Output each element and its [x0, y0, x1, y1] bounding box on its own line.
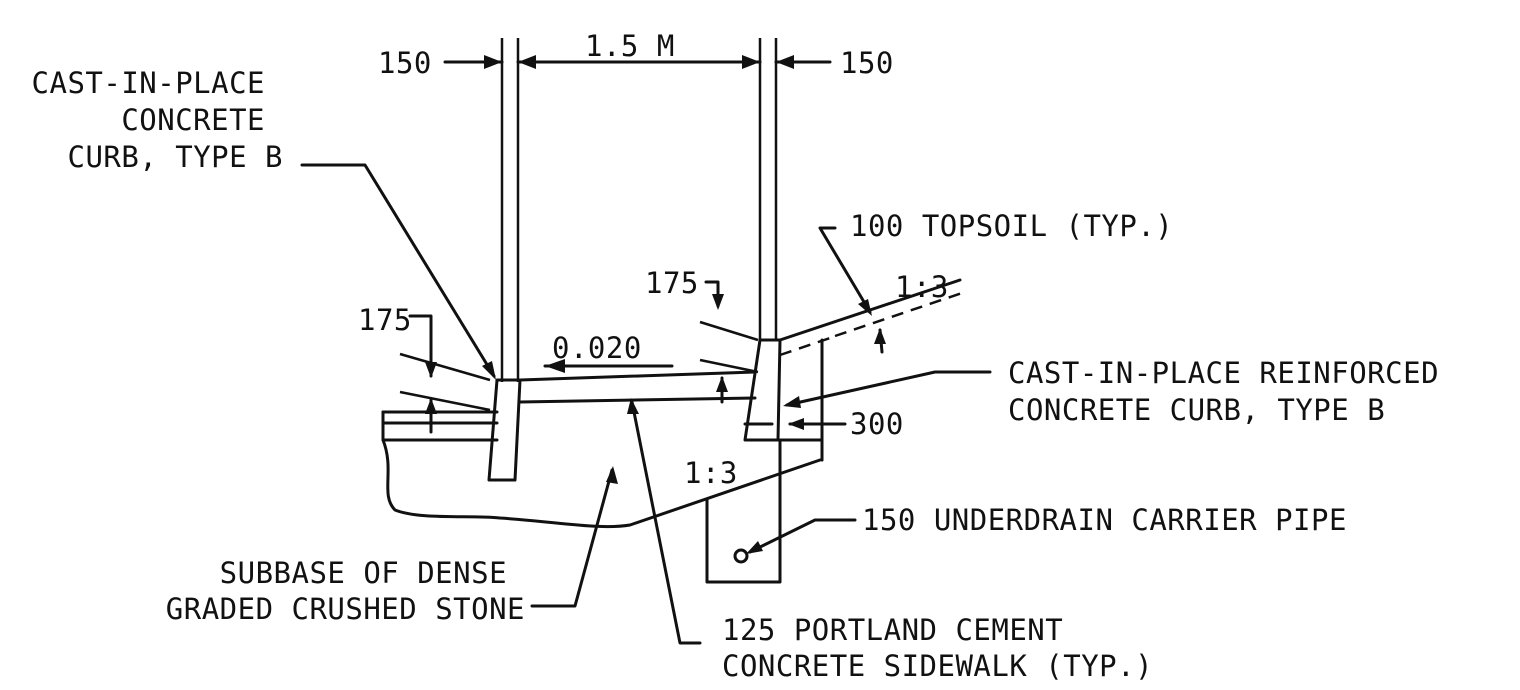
curb-offset-dim [743, 418, 847, 430]
right-curb-callout: CAST-IN-PLACE REINFORCED CONCRETE CURB, … [1008, 356, 1457, 427]
cross-slope-arrow [543, 359, 674, 373]
left-curb-leader [300, 163, 496, 380]
sidewalk-callout: 125 PORTLAND CEMENT CONCRETE SIDEWALK (T… [722, 613, 1153, 683]
right-reveal-dim [699, 280, 759, 404]
subbase-leader [530, 466, 618, 608]
right-curb-leader [783, 370, 992, 408]
extension-lines [500, 38, 778, 382]
right-width-dim: 150 [840, 46, 894, 80]
topsoil-callout: 100 TOPSOIL (TYP.) [850, 209, 1173, 243]
underdrain-callout: 150 UNDERDRAIN CARRIER PIPE [862, 503, 1347, 537]
cross-slope-label: 0.020 [552, 331, 642, 365]
top-dimension [443, 55, 832, 69]
right-reveal-label: 175 [645, 266, 699, 300]
left-reveal-dim [399, 314, 491, 434]
section-geometry [381, 278, 966, 584]
sidewalk-leader [627, 398, 702, 645]
walk-width-dim: 1.5 M [585, 29, 675, 63]
backslope-upper-label: 1:3 [895, 270, 949, 304]
curb-offset-label: 300 [850, 407, 904, 441]
left-width-dim: 150 [378, 46, 432, 80]
underdrain-leader [746, 518, 857, 554]
left-curb-callout: CAST-IN-PLACE CONCRETE CURB, TYPE B [32, 66, 283, 174]
subbase-callout: SUBBASE OF DENSE GRADED CRUSHED STONE [166, 556, 525, 626]
topsoil-leader [818, 226, 886, 354]
left-reveal-label: 175 [358, 303, 412, 337]
backslope-lower-label: 1:3 [684, 456, 738, 490]
